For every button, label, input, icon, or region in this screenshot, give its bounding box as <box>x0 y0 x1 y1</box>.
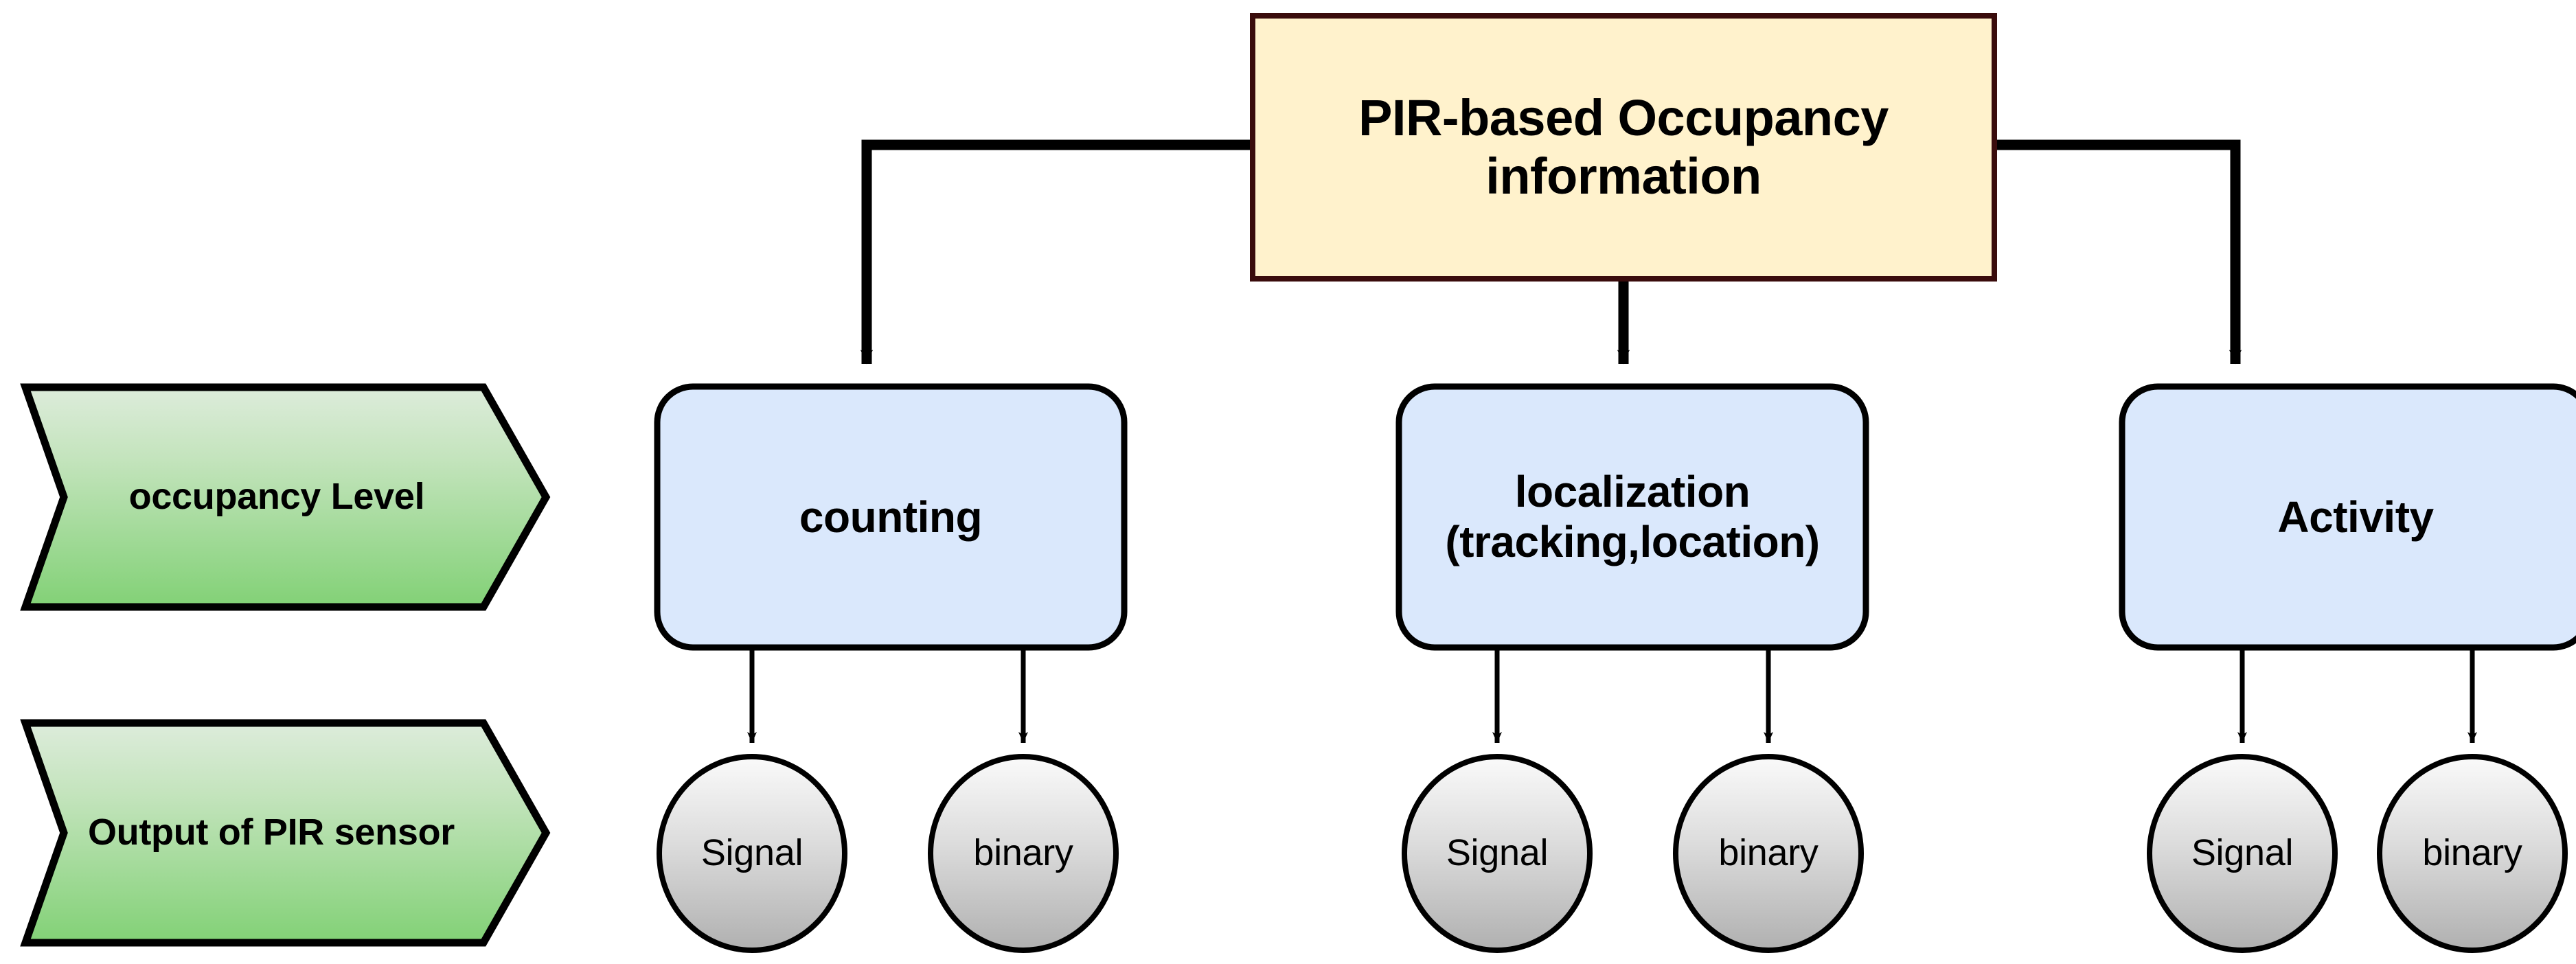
branch-node-counting-box[interactable] <box>654 383 1128 651</box>
root-node-box[interactable] <box>1250 13 1997 282</box>
branch-node-activity-box[interactable] <box>2119 383 2576 651</box>
connector-root-to-counting <box>860 139 1250 365</box>
leaf-node-activity-binary[interactable] <box>2377 754 2568 953</box>
leaf-node-counting-binary[interactable] <box>928 754 1119 953</box>
leaf-node-localization-signal[interactable] <box>1402 754 1593 953</box>
leaf-node-counting-signal[interactable] <box>657 754 847 953</box>
connector-root-to-activity <box>1997 139 2242 365</box>
row-label-shape-output-of-pir-sensor[interactable] <box>20 719 551 947</box>
row-label-shape-occupancy-level[interactable] <box>20 383 551 611</box>
branch-node-localization-box[interactable] <box>1395 383 1869 651</box>
leaf-node-activity-signal[interactable] <box>2147 754 2338 953</box>
leaf-node-localization-binary[interactable] <box>1673 754 1864 953</box>
